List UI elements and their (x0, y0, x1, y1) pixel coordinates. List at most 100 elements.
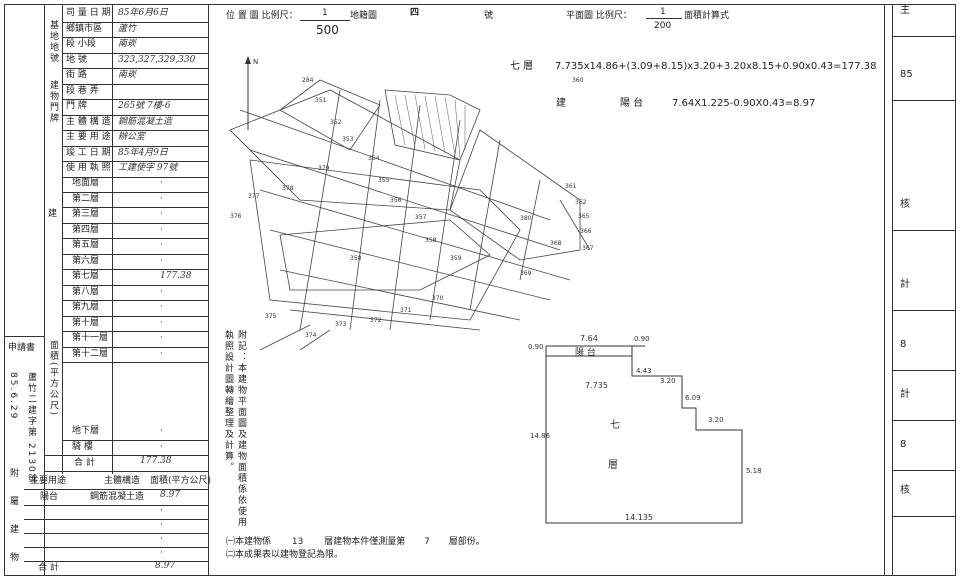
lot-number-361: 361 (565, 183, 577, 190)
floor-area: · (160, 240, 163, 250)
plan-scale-denominator: 200 (654, 21, 672, 31)
info-row-value: 85年6月6日 (118, 8, 168, 18)
floor-row-rule (62, 253, 208, 255)
annex-total-rule (24, 561, 208, 562)
plan-height-1486: 14.86 (530, 432, 551, 440)
floor-area: · (160, 255, 163, 266)
plan-dim-443: 4.43 (636, 367, 652, 375)
info-row-label: 主 體 構 造 (66, 116, 111, 127)
annex-side-label: 屬 (10, 497, 20, 507)
floor-row-rule (62, 284, 208, 286)
annex-blank-area: · (160, 520, 163, 530)
lot-number-366: 366 (580, 228, 592, 235)
plan-scale-numerator: 1 (660, 7, 666, 17)
floor-row-rule (62, 207, 208, 208)
lot-number-284: 284 (302, 77, 314, 84)
floor-name: 第七層 (72, 271, 100, 281)
plan-dim-320a: 3.20 (660, 377, 676, 385)
info-row-label: 門 牌 (66, 101, 87, 111)
annex-side-label: 物 (10, 553, 20, 563)
north-label: N (253, 58, 258, 66)
table-row-rule (62, 114, 208, 116)
floor-name: 第四層 (72, 224, 100, 235)
table-row-rule (62, 145, 208, 147)
location-map-type: 地籍圖 (350, 11, 378, 21)
annex-blank-area: · (160, 534, 163, 544)
lot-number-373: 373 (335, 321, 347, 328)
plan-title-char-1: 七 (610, 419, 620, 431)
floor-row-rule (62, 362, 208, 363)
note1-floor: 7 (424, 537, 430, 547)
application-label: 申請書 (8, 343, 36, 353)
info-row-value: 辦公室 (118, 132, 146, 142)
lot-number-355: 355 (378, 177, 390, 184)
total-label: 合 計 (74, 458, 95, 468)
lot-number-365: 365 (578, 213, 590, 220)
footer-note-2: ㈡本成果表以建物登記為限。 (226, 550, 344, 560)
right-margin-rule (892, 100, 956, 101)
table-row-rule (62, 130, 208, 131)
table-left-border (44, 4, 45, 576)
plan-right-top-dim: 0.90 (634, 335, 650, 343)
north-arrow-head (245, 56, 251, 64)
info-row-label: 地 號 (66, 54, 87, 65)
lot-number-379: 379 (318, 165, 330, 172)
footer-note-1: ㈠本建物係 13 層建物本件僅測量第 7 層部份。 (226, 538, 485, 547)
floor-area: · (160, 302, 163, 312)
note1-floors: 13 (291, 537, 304, 547)
lot-number-358: 358 (425, 237, 437, 244)
location-scale-numerator: 1 (322, 8, 328, 18)
total-rule (44, 471, 208, 472)
floor-name: 第六層 (72, 255, 100, 266)
info-row-value: 工建使字 97號 (118, 163, 178, 173)
lot-number-350: 350 (350, 255, 362, 262)
basement-name: 地下層 (72, 426, 100, 436)
annex-structure-header: 主體構造 (104, 476, 141, 486)
lot-number-370: 370 (432, 295, 444, 302)
floor7-calc-label: 七 層 (510, 61, 534, 72)
table-row-rule (62, 21, 208, 23)
right-margin-char: 主 (900, 5, 910, 16)
floor-name: 第五層 (72, 240, 100, 250)
annex-blank-rule (24, 533, 208, 534)
lot-number-360: 360 (572, 77, 584, 84)
attic-area: · (160, 441, 163, 452)
right-margin-char: 8 (900, 439, 907, 450)
annex-calc-label: 建 (556, 98, 566, 109)
table-right-border (208, 4, 209, 576)
lot-number-380: 380 (520, 215, 532, 222)
hatched-building (384, 89, 481, 161)
floor-name: 第二層 (72, 193, 100, 204)
floor-area: · (160, 209, 163, 219)
annex-blank-rule (24, 547, 208, 548)
table-row-rule (62, 83, 208, 85)
right-margin-char: 計 (900, 389, 910, 400)
plan-scale-label: 平面圖 比例尺： (566, 11, 632, 21)
annex-blank-rule (24, 519, 208, 520)
table-group-divider (62, 4, 63, 474)
annex-total-value: 8.97 (155, 561, 176, 571)
application-date: 85.6.29 (8, 372, 18, 421)
annex-row-use: 陽台 (40, 492, 59, 502)
right-margin-rule (892, 370, 956, 371)
annex-row-area: 8.97 (160, 490, 181, 500)
lot-number-374: 374 (305, 332, 317, 339)
floor7-outline (545, 355, 743, 524)
annex-row-structure: 鋼筋混凝土造 (90, 492, 145, 502)
annex-area-header: 面積(平方公尺) (150, 476, 212, 486)
balcony-calc-label: 陽 台 (620, 98, 644, 109)
right-margin-border-2 (892, 4, 893, 576)
right-margin-char: 核 (900, 199, 910, 210)
building-footprint (279, 219, 491, 291)
floor-area: 177.38 (160, 271, 192, 281)
lot-number-368: 368 (550, 240, 562, 247)
site-plan: N 28435135235335435535635735835936036136… (229, 56, 594, 350)
plan-dim-518: 5.18 (746, 467, 762, 475)
info-row-value: 南崁 (118, 39, 137, 49)
site-lot-outline-1 (229, 89, 461, 211)
annex-side-label: 附 (10, 469, 20, 479)
info-row-value: 323,327,329,330 (118, 54, 196, 65)
floor-row-rule (62, 191, 208, 193)
floor-row-rule (62, 269, 208, 270)
floor-name: 第十層 (72, 317, 100, 328)
